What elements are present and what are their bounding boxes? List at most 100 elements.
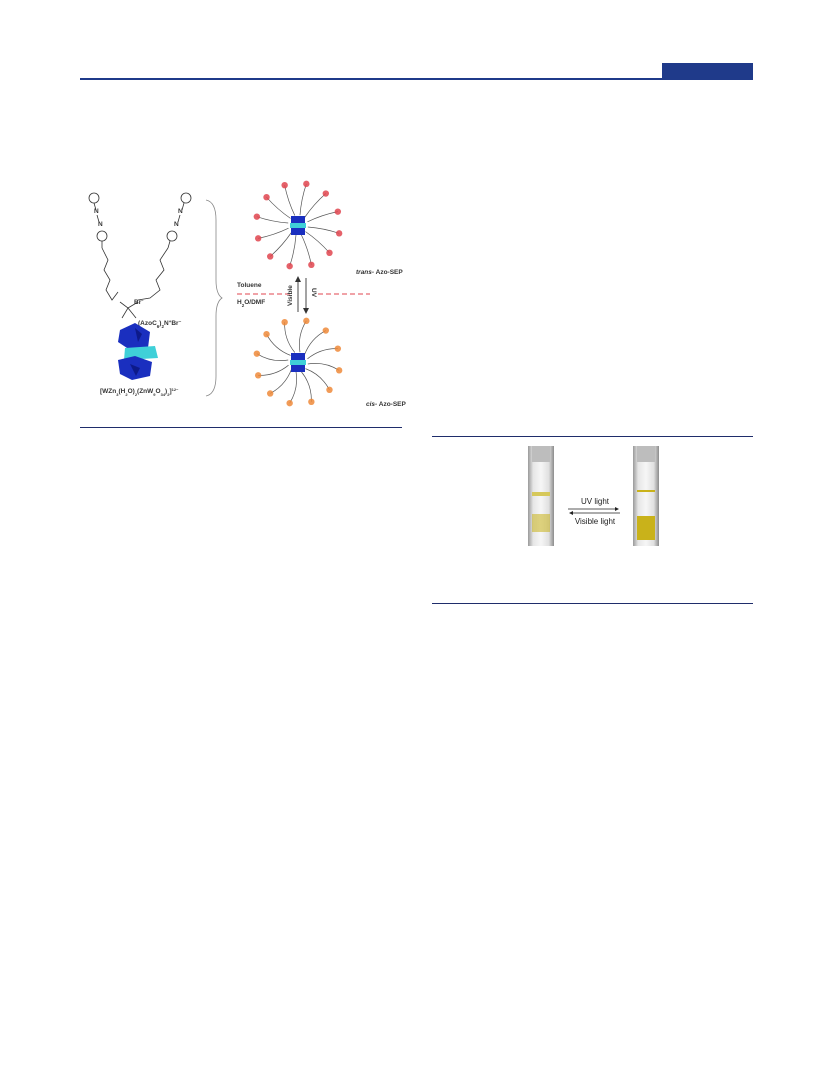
pom-label-5: O) <box>128 388 135 395</box>
h2o-label-b: 2 <box>242 303 245 308</box>
sep-chain <box>269 232 292 257</box>
sep-chain <box>258 364 289 376</box>
sep-sphere <box>266 253 274 260</box>
pom-label-6: 2 <box>135 392 138 397</box>
svg-text:(AzoC6)2N+Br−: (AzoC6)2N+Br− <box>138 319 182 329</box>
sep-sphere <box>286 399 293 407</box>
svg-text:H2O/DMF: H2O/DMF <box>237 299 265 308</box>
sep-chain <box>307 348 338 360</box>
sep-sphere <box>266 390 274 397</box>
figure-rule-left <box>80 427 402 428</box>
svg-text:N: N <box>178 208 183 215</box>
sep-sphere <box>253 213 261 220</box>
pom-label-12: 2 <box>167 392 170 397</box>
svg-text:N: N <box>98 221 103 228</box>
trans-prefix: trans- <box>356 269 374 276</box>
sep-sphere <box>326 386 333 394</box>
header-rule <box>80 78 753 80</box>
visible-light-label: Visible light <box>575 517 616 526</box>
sep-chain <box>289 234 297 267</box>
pom-label-11: ) <box>165 388 167 395</box>
pom-cluster <box>118 323 158 380</box>
sep-core <box>291 228 305 235</box>
pom-label-4: 2 <box>125 392 128 397</box>
sep-chain <box>289 371 297 404</box>
svg-text:[WZn3(H2O)2(ZnW9O34)2]12−: [WZn3(H2O)2(ZnW9O34)2]12− <box>100 387 179 397</box>
sep-chain <box>300 371 312 402</box>
surfactant-label-b: ) <box>159 320 161 327</box>
uv-label: UV <box>310 288 317 298</box>
sep-sphere <box>263 193 270 201</box>
svg-text:trans- Azo-SEP: trans- Azo-SEP <box>356 269 403 276</box>
sep-sphere <box>254 235 262 242</box>
surfactant-label-a: (AzoC <box>138 320 157 327</box>
sep-sphere <box>303 180 310 188</box>
cuvette-figure: UV light Visible light <box>528 446 659 546</box>
sep-sphere <box>281 318 288 326</box>
sep-sphere <box>308 398 315 406</box>
pom-label-13: ] <box>169 388 171 395</box>
sep-sphere <box>281 181 288 189</box>
cuvette-right <box>633 446 659 546</box>
br-label: Br <box>134 299 142 306</box>
surfactant-structure: N N N N <box>88 192 192 319</box>
pom-label-8: 9 <box>153 392 156 397</box>
uv-light-label: UV light <box>581 497 610 506</box>
h2o-label-c: O/DMF <box>244 299 265 306</box>
surfactant-sub-b: 2 <box>161 324 164 329</box>
sep-chain <box>307 363 340 371</box>
trans-suffix: Azo-SEP <box>374 269 403 276</box>
br-sup: − <box>141 298 144 303</box>
svg-text:N: N <box>174 221 179 228</box>
surfactant-label-c: N <box>164 320 169 327</box>
sep-chain <box>305 231 330 254</box>
pom-label-7: (ZnW <box>137 388 154 395</box>
figure-rule-right-top <box>432 436 753 437</box>
brace <box>205 199 223 397</box>
sep-chain <box>284 322 296 353</box>
sep-chain <box>284 185 296 216</box>
cis-prefix: cis- <box>366 401 377 408</box>
surfactant-anion-sup: − <box>179 319 182 324</box>
sep-chain <box>299 320 307 353</box>
sep-sphere <box>253 350 261 357</box>
arrow-down-head <box>303 308 309 314</box>
sep-chain <box>266 196 291 219</box>
sep-sphere <box>308 261 315 269</box>
figure-rule-right-bottom <box>432 603 753 604</box>
sep-chain <box>300 234 312 265</box>
sep-chain <box>307 226 340 234</box>
surfactant-anion: Br <box>171 320 179 327</box>
sep-sphere <box>326 249 333 257</box>
sep-sphere <box>254 372 262 379</box>
cuvette-left <box>528 446 554 546</box>
pom-label-3: (H <box>118 388 125 395</box>
sep-chain <box>307 211 338 223</box>
sep-chain <box>256 216 289 224</box>
pom-label-10: 34 <box>161 392 166 397</box>
cis-suffix: Azo-SEP <box>377 401 406 408</box>
sep-sphere <box>322 190 330 197</box>
sep-core <box>291 365 305 372</box>
sep-chain <box>258 227 289 239</box>
sep-sphere <box>303 317 310 325</box>
visible-label: Visible <box>287 285 294 306</box>
sep-sphere <box>322 327 330 334</box>
sep-sphere <box>335 230 343 237</box>
sep-core <box>290 223 306 228</box>
header-tab <box>662 63 753 78</box>
sep-chain <box>304 193 327 218</box>
surfactant-sup: + <box>169 319 172 324</box>
cis-sep-structure <box>253 317 343 407</box>
arrow-left-head <box>569 511 573 515</box>
sep-chain <box>256 353 289 361</box>
svg-text:Br−: Br− <box>134 298 144 307</box>
pom-label-2: 3 <box>116 392 119 397</box>
sep-sphere <box>334 208 342 215</box>
sep-core <box>290 360 306 365</box>
pom-label-14: 12− <box>172 387 179 392</box>
trans-sep-structure <box>253 180 343 270</box>
sep-sphere <box>334 345 342 352</box>
arrow-right-head <box>615 507 619 511</box>
sep-sphere <box>286 262 293 270</box>
